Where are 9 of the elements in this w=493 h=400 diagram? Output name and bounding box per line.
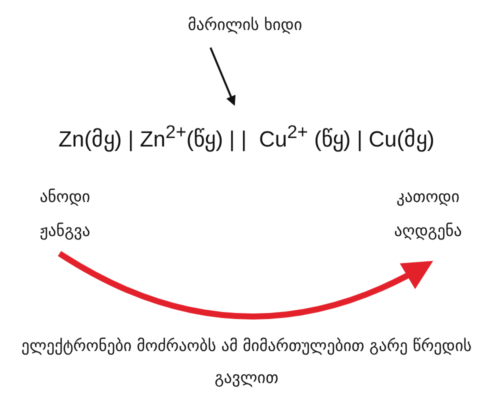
leader-arrow xyxy=(210,47,236,106)
curved-arrow xyxy=(58,250,434,320)
electrode-label: აღდგენა xyxy=(393,220,463,242)
electrode-label: ანოდი xyxy=(38,186,92,208)
electrode-label: კათოდი xyxy=(395,186,461,208)
electrode-label: ჟანგვა xyxy=(38,220,92,242)
caption-text: ელექტრონები მოძრაობს ამ მიმართულებით გარე წრედის გავლით xyxy=(20,335,473,389)
cell-notation: Zn(მყ) | Zn$^{2+}$(წყ) | | Cu$^{2+}$ (წყ) | Cu(მყ) xyxy=(58,120,436,154)
callout-text: მარილის ხიდი xyxy=(186,14,304,36)
